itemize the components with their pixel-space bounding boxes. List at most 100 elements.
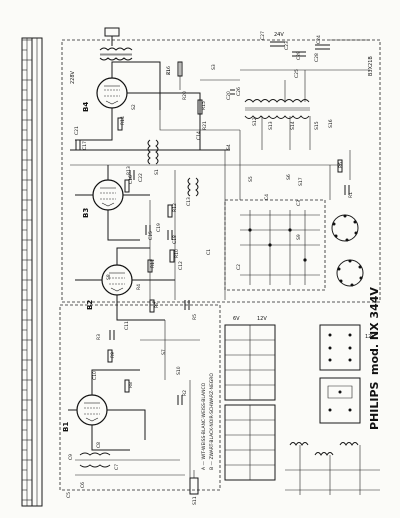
reference-scale-strip [21, 37, 43, 507]
component-label: R4 [136, 284, 142, 290]
tube-b1 [76, 394, 108, 426]
component-label: R3 [96, 334, 102, 340]
component-label: C12 [178, 261, 184, 270]
component-label: R9 [110, 352, 116, 358]
component-label: Z1 [166, 69, 172, 75]
component-label: C25 [294, 69, 300, 78]
tube-label-b4: B4 [82, 102, 90, 112]
relay-coils [285, 442, 380, 495]
component-label: C5 [66, 492, 72, 498]
component-label: C6 [80, 482, 86, 488]
component-label: C4 [264, 194, 270, 200]
wave-switch [240, 210, 320, 285]
component-label: C15 [148, 231, 154, 240]
tube-label-b3: B3 [82, 208, 90, 218]
component-label: C2 [236, 264, 242, 270]
connector-block-bottom [319, 377, 361, 424]
component-label: S1 [154, 169, 160, 175]
component-label: C24 [316, 35, 322, 44]
tube-b4 [96, 77, 128, 109]
wiring [68, 61, 351, 480]
component-label: S2 [131, 104, 137, 110]
component-label: R7 [154, 302, 160, 308]
component-labels: R16R15R20R21C21C22C23C24C25C26C27C28C29S… [66, 31, 354, 505]
component-label: S10 [176, 366, 182, 375]
supply-voltage-label: 24V [274, 32, 284, 38]
component-label: C9 [68, 454, 74, 460]
component-label: R5 [192, 314, 198, 320]
component-label: C11 [124, 321, 130, 330]
reference-code: B3X21B [368, 56, 374, 76]
component-label: C18 [172, 235, 178, 244]
voltage-option-12v-b: 12V [365, 334, 375, 340]
component-label: C8 [96, 442, 102, 448]
filter-capacitors [230, 39, 370, 95]
component-label: C1 [206, 249, 212, 255]
component-label: C10 [92, 371, 98, 380]
component-label: S14 [290, 121, 296, 130]
output-voltage-label: 228V [70, 70, 76, 84]
component-label: C16 [128, 175, 134, 184]
component-label: S3 [211, 64, 217, 70]
component-label: S16 [328, 119, 334, 128]
output-transformer [99, 27, 133, 61]
model-name: mod. NX 344V [368, 287, 381, 375]
component-label: S6 [286, 174, 292, 180]
tube-socket-bottom [336, 259, 364, 287]
brand-name: PHILIPS [368, 381, 381, 430]
component-label: S7 [161, 349, 167, 355]
capacitors [75, 140, 350, 405]
input-section-outline [59, 304, 221, 491]
tube-socket-top [331, 214, 359, 242]
resistors [107, 61, 343, 393]
component-label: C13 [186, 197, 192, 206]
colour-key-a: A — WIT-WEISS-BLANC-WEISS-BLANCO [201, 382, 207, 470]
colour-key-b: B — ZWART-BLACK-NOIR-SCHWARZ-NEGRO [209, 373, 215, 470]
component-label: R8 [128, 382, 134, 388]
main-chassis-outline [61, 39, 381, 303]
component-label: C7 [114, 464, 120, 470]
tube-label-b1: B1 [62, 422, 70, 432]
component-label: R2 [182, 390, 188, 396]
component-label: S5 [248, 176, 254, 182]
voltage-option-6v: 6V [233, 316, 240, 322]
component-label: R1 [348, 192, 354, 198]
switch-panel-12v [224, 404, 276, 481]
component-label: R10 [174, 249, 180, 258]
component-label: S12 [252, 117, 258, 126]
component-label: C26 [236, 87, 242, 96]
component-label: C28 [314, 53, 320, 62]
input-jack [189, 470, 199, 495]
tube-b3 [92, 179, 124, 211]
component-label: S11 [192, 496, 198, 505]
component-label: C23 [284, 41, 290, 50]
component-label: R16 [166, 66, 172, 75]
component-label: R12 [172, 203, 178, 212]
tube-label-b2: B2 [86, 300, 94, 310]
component-label: S8 [106, 274, 112, 280]
component-label: C21 [74, 126, 80, 135]
power-transformer [244, 70, 311, 150]
component-label: C20 [226, 91, 232, 100]
component-label: S9 [296, 234, 302, 240]
component-label: R13 [126, 166, 132, 175]
component-label: C29 [296, 51, 302, 60]
component-label: R21 [202, 121, 208, 130]
component-label: R6 [338, 162, 344, 168]
component-label: C22 [138, 173, 144, 182]
component-label: C14 [196, 131, 202, 140]
component-label: R15 [201, 101, 207, 110]
if-transformers [79, 139, 199, 468]
component-label: C19 [156, 223, 162, 232]
connector-block-top [319, 324, 361, 371]
component-label: S15 [314, 121, 320, 130]
voltage-option-12v: 12V [257, 316, 267, 322]
component-label: S13 [268, 121, 274, 130]
switch-panel-6v [224, 324, 276, 401]
component-label: R11 [150, 259, 156, 268]
component-label: C27 [260, 31, 266, 40]
component-label: C17 [82, 141, 88, 150]
component-label: C3 [296, 200, 302, 206]
